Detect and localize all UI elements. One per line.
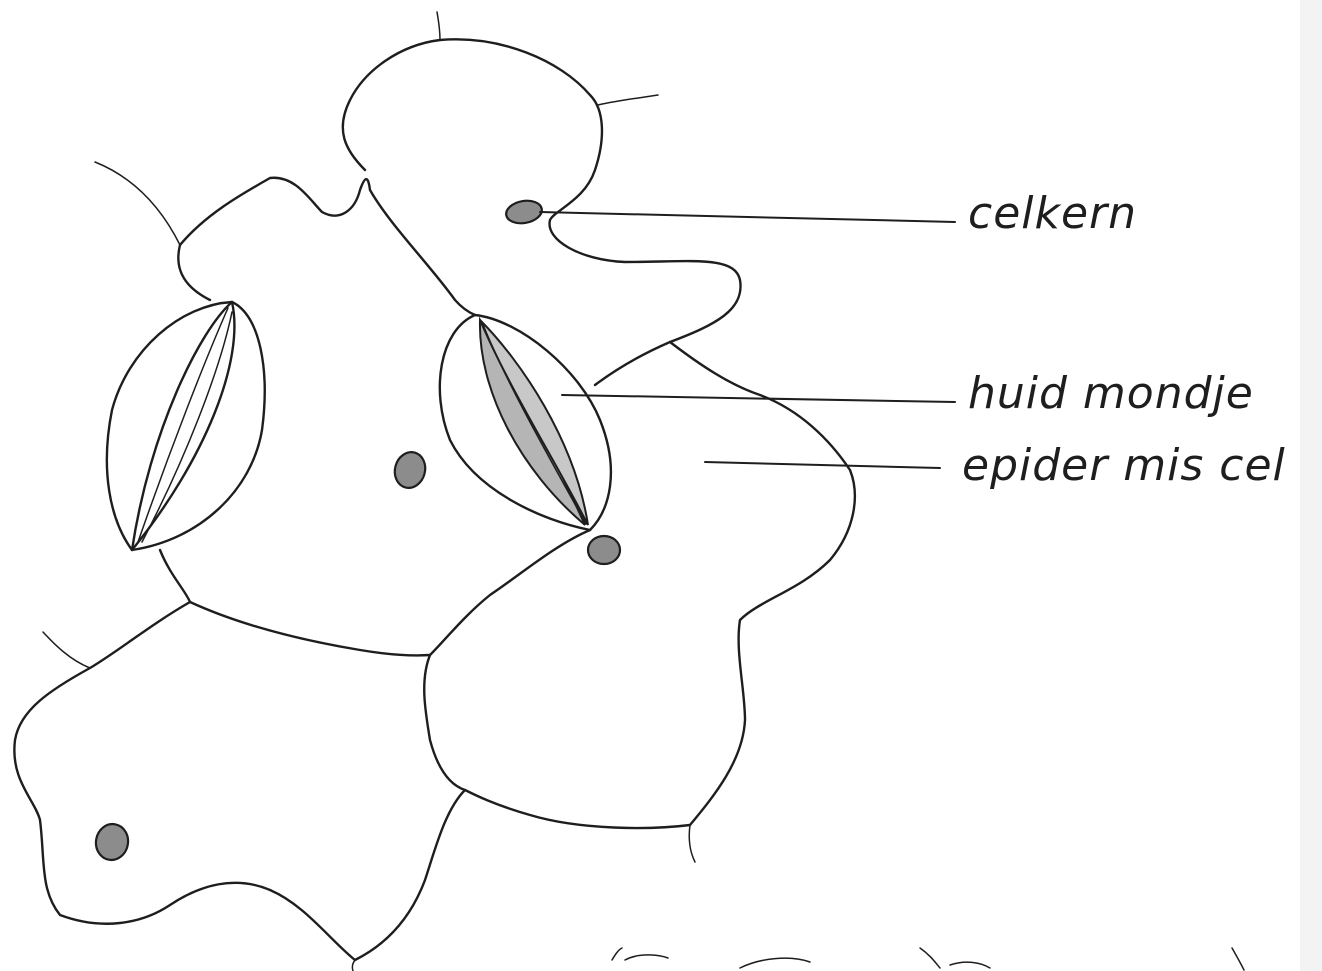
wall-stub xyxy=(95,162,180,245)
epidermis-cell-lower-left xyxy=(14,602,355,960)
epidermis-cell-upper-left xyxy=(178,245,210,300)
wall-stub xyxy=(598,95,658,105)
nucleus-middle-cell xyxy=(391,449,429,492)
bottom-scribble xyxy=(740,958,810,968)
bottom-scribble xyxy=(612,948,668,960)
bottom-scribble xyxy=(920,948,990,968)
bottom-scribble xyxy=(1232,948,1244,970)
label-celkern: celkern xyxy=(968,188,1137,239)
stoma-left-outline xyxy=(107,302,265,550)
label-epidermis-cell: epider mis cel xyxy=(962,440,1286,491)
epidermis-cell-middle xyxy=(160,550,430,655)
stoma-right xyxy=(440,315,611,530)
stoma-left-pore xyxy=(138,308,228,542)
guard-cell-left-outer xyxy=(132,302,232,550)
epidermis-cell-right xyxy=(430,530,590,655)
wall-stub xyxy=(689,825,695,862)
nucleus-top-cell xyxy=(504,198,543,226)
wall-stub xyxy=(437,12,440,40)
leader-line-stoma xyxy=(562,395,955,402)
nucleus-lower-left-cell xyxy=(93,821,131,862)
label-huidmondje: huid mondje xyxy=(968,368,1254,419)
nucleus-right-cell xyxy=(588,536,620,564)
guard-cell-left-outer xyxy=(132,302,234,550)
leader-line-epidermis-cell xyxy=(705,462,940,468)
guard-cell-right-shaded xyxy=(480,320,588,525)
leader-line-nucleus xyxy=(540,212,955,222)
stoma-left xyxy=(107,302,265,550)
epidermis-cell-upper-left xyxy=(180,178,475,315)
wall-stub xyxy=(43,632,90,668)
wall-stub xyxy=(352,960,355,971)
epidermis-cell-lower-middle xyxy=(355,655,465,960)
